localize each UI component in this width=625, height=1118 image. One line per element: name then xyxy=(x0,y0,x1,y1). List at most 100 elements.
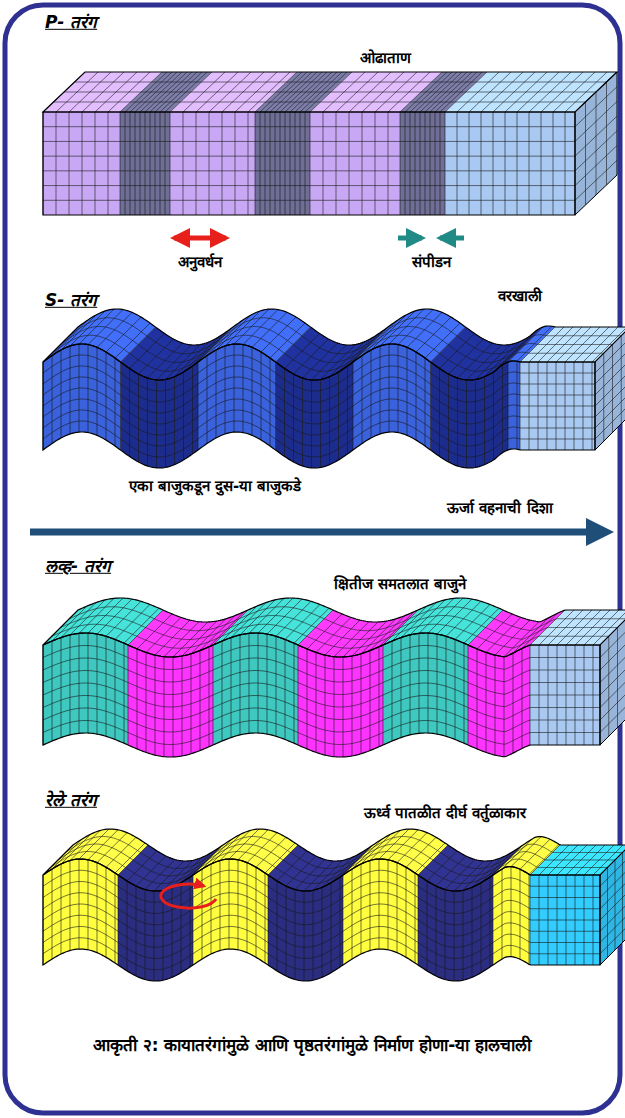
block-face xyxy=(469,112,470,215)
block-face xyxy=(43,893,600,925)
p-wave-block xyxy=(43,72,617,215)
block-face xyxy=(600,879,625,909)
energy-direction-label: ऊर्जा वहनाची दिशा xyxy=(447,499,552,517)
block-face xyxy=(353,344,431,450)
block-face xyxy=(165,112,166,215)
block-face xyxy=(600,648,625,683)
block-face xyxy=(575,116,617,156)
block-face xyxy=(400,112,401,215)
block-face xyxy=(541,112,542,215)
block-face xyxy=(435,112,436,215)
block-face xyxy=(260,112,261,215)
block-face xyxy=(128,645,213,757)
block-face xyxy=(336,112,337,215)
block-face xyxy=(183,112,184,215)
block-face xyxy=(445,112,575,215)
block-face xyxy=(600,890,625,920)
block-face xyxy=(440,112,441,215)
block-face xyxy=(600,635,625,670)
block-face xyxy=(517,112,518,215)
block-face xyxy=(95,112,96,215)
block-face xyxy=(135,112,136,215)
block-face xyxy=(553,112,554,215)
block-face xyxy=(43,126,575,127)
block-face xyxy=(43,388,595,424)
block-face xyxy=(305,112,306,215)
block-face xyxy=(145,112,146,215)
block-face xyxy=(69,318,621,354)
block-face xyxy=(415,112,416,215)
energy-arrow-head xyxy=(586,518,614,546)
block-face xyxy=(595,360,625,395)
motion-label: ओढाताण xyxy=(360,49,411,67)
block-face xyxy=(235,112,236,215)
block-face xyxy=(140,112,141,215)
block-face xyxy=(75,82,607,83)
block-face xyxy=(43,721,600,745)
block-face xyxy=(505,112,506,215)
block-face xyxy=(125,112,126,215)
block-face xyxy=(323,112,324,215)
block-face xyxy=(43,915,600,947)
block-face xyxy=(51,852,608,884)
block-face xyxy=(595,338,625,373)
block-face xyxy=(575,146,617,186)
arrow-label: अनुवर्धन xyxy=(178,253,222,271)
s-wave-block xyxy=(43,309,625,468)
block-face xyxy=(425,112,426,215)
block-face xyxy=(310,112,311,215)
block-face xyxy=(290,112,291,215)
block-face xyxy=(61,327,613,363)
block-face xyxy=(69,607,625,631)
block-face xyxy=(565,112,566,215)
block-face xyxy=(595,382,625,417)
block-face xyxy=(595,349,625,384)
block-face xyxy=(43,904,600,936)
block-face xyxy=(196,112,197,215)
block-face xyxy=(255,112,310,215)
block-face xyxy=(43,185,575,186)
block-face xyxy=(400,112,445,215)
block-face xyxy=(43,344,121,450)
block-face xyxy=(43,72,617,112)
block-face xyxy=(66,837,623,869)
block-face xyxy=(170,112,171,215)
block-face xyxy=(375,112,376,215)
compression-arrow xyxy=(398,236,422,241)
motion-label: एका बाजुकडून दुस-या बाजुकडे xyxy=(129,477,302,495)
block-face xyxy=(445,112,446,215)
motion-label: वरखाली xyxy=(498,287,542,305)
wave-heading: S- तरंग xyxy=(45,290,97,310)
block-face xyxy=(120,112,170,215)
block-face xyxy=(43,141,575,142)
block-face xyxy=(69,112,70,215)
block-face xyxy=(595,393,625,428)
arrow-label: संपीडन xyxy=(412,253,451,271)
block-face xyxy=(529,112,530,215)
block-face xyxy=(170,112,255,215)
block-face xyxy=(420,112,421,215)
block-face xyxy=(349,112,350,215)
wave-blocks xyxy=(43,72,625,981)
block-face xyxy=(248,112,249,215)
block-face xyxy=(43,658,600,682)
block-face xyxy=(600,901,625,931)
block-face xyxy=(198,344,276,450)
figure-caption: आकृती २: कायातरंगांमुळे आणि पृष्ठतरंगांम… xyxy=(93,1035,531,1055)
love-wave-block xyxy=(43,598,625,757)
frame xyxy=(5,5,620,1113)
block-face xyxy=(285,112,286,215)
block-face xyxy=(43,399,595,435)
block-face xyxy=(600,673,625,708)
block-face xyxy=(43,829,625,891)
block-face xyxy=(575,72,617,215)
block-face xyxy=(56,112,57,215)
block-face xyxy=(600,698,625,733)
block-face xyxy=(209,112,210,215)
block-face xyxy=(160,112,161,215)
block-face xyxy=(595,404,625,439)
block-face xyxy=(600,610,625,745)
block-face xyxy=(600,623,625,658)
rarefaction-arrow xyxy=(174,236,226,241)
